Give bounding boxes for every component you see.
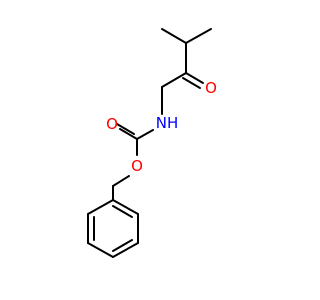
ring-bond-4 [87, 242, 114, 258]
structure-diagram: O NH O O [87, 28, 217, 258]
ring-bond-6 [87, 199, 114, 215]
bond-nitrogen-to-carbamate [136, 129, 154, 140]
bond-ketone-to-methylene [161, 72, 187, 88]
ester-oxygen-label: O [131, 157, 143, 175]
bond-carbamate-double-2 [116, 123, 135, 135]
bond-methyl-left [161, 28, 187, 44]
bond-oxygen-to-benzyl [112, 175, 130, 187]
ring-bond-1 [112, 199, 139, 215]
carbonyl-oxygen-label: O [106, 115, 118, 133]
ketone-oxygen-label: O [205, 79, 217, 97]
bond-carbamate-double-1 [119, 128, 138, 140]
bond-ketone-double-1 [185, 72, 204, 84]
ring-inner-bond-2 [112, 239, 133, 252]
ring-bond-3 [112, 242, 139, 258]
bond-methyl-right [185, 28, 212, 44]
bond-ketone-double-2 [182, 77, 201, 89]
ring-inner-bond-1 [112, 205, 133, 218]
amide-nitrogen-label: NH [156, 114, 179, 132]
